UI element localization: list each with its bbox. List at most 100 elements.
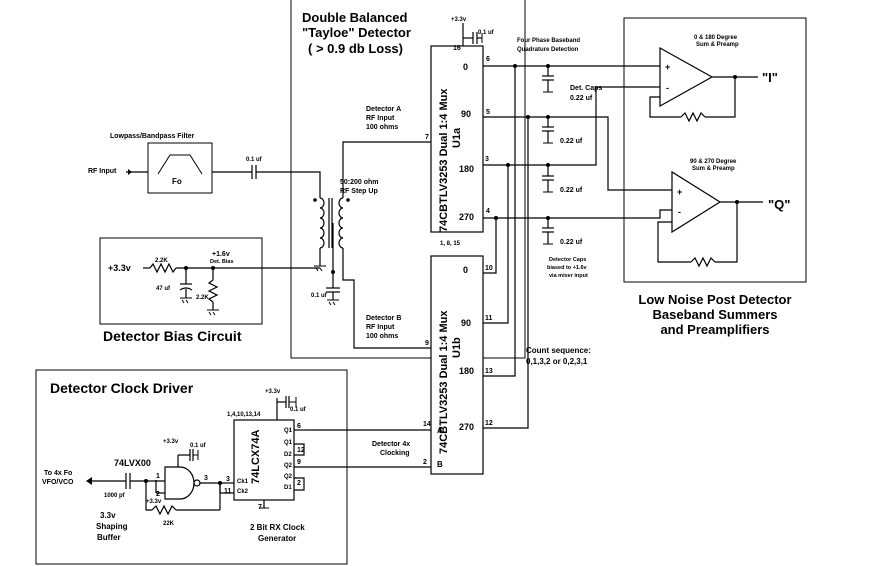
caps-bias-2: biased to +1.6v	[547, 265, 588, 271]
bias-vout-sublabel: Det. Bias	[210, 259, 234, 265]
u1b-ch180: 180	[459, 366, 474, 376]
filter-box	[147, 142, 213, 194]
mux-u1a-part: 74CBTLV3253 Dual 1:4 Mux	[438, 88, 450, 232]
clock-title: Detector Clock Driver	[50, 380, 194, 396]
nand-gate-symbol	[164, 466, 195, 500]
count-seq-2: 0,1,3,2 or 0,2,3,1	[526, 357, 588, 366]
u1a-ch0: 0	[463, 62, 468, 72]
i-preamp-label-2: Sum & Preamp	[696, 42, 739, 48]
detector-frame	[290, 0, 526, 359]
cap-label-180: 0.22 uf	[560, 187, 583, 194]
ff-pins-top: 1,4,10,13,14	[227, 412, 261, 418]
ff-ck2: Ck2	[237, 489, 249, 495]
pin-9: 9	[425, 340, 429, 347]
rf-input-label: RF Input	[88, 168, 117, 175]
clock-driver: To 4x Fo VFO/VCO 1000 pf 74LVX00 1 2 3 +…	[42, 389, 431, 543]
ff-pin-11: 11	[224, 488, 232, 495]
count-seq-1: Count sequence:	[526, 346, 591, 355]
bandpass-response-icon	[157, 154, 203, 175]
q-opamp-symbol	[671, 170, 722, 234]
bias-vcc-label: +3.3v	[146, 499, 162, 505]
u1a-ch90: 90	[461, 109, 471, 119]
bias-vin-label: +3.3v	[108, 263, 131, 273]
preamp-frame	[623, 17, 807, 283]
clocking-label-2: Clocking	[380, 450, 410, 457]
pin-6: 6	[486, 56, 490, 63]
i-preamp: + - 0 & 180 Degree Sum & Preamp "I"	[649, 35, 778, 123]
gate-pin-3: 3	[204, 475, 208, 482]
mux-u1b-part: 74CBTLV3253 Dual 1:4 Mux	[438, 310, 450, 454]
flipflop-part: 74LCX74A	[250, 430, 262, 484]
u1b-ch270: 270	[459, 422, 474, 432]
u1b-sel-a: A	[437, 426, 443, 435]
q-opamp-plus: +	[677, 187, 682, 197]
preamp-title-3: and Preamplifiers	[660, 322, 769, 337]
gate-pin-2: 2	[156, 491, 160, 498]
vfo-label-1: To 4x Fo	[44, 470, 72, 477]
ff-pin-6: 6	[297, 423, 301, 430]
detector-output-wires	[483, 64, 672, 429]
bias-r2-label: 2.2K	[196, 295, 209, 301]
i-output-label: "I"	[762, 70, 778, 85]
ff-cap-label: 0.1 uf	[290, 407, 307, 413]
bias-title: Detector Bias Circuit	[103, 328, 242, 344]
rf-input-arrow-icon	[128, 169, 132, 175]
filter-block: Lowpass/Bandpass Filter RF Input Fo 0.1 …	[88, 133, 321, 198]
detector-title-line1: Double Balanced	[302, 10, 408, 25]
vfo-label-2: VFO/VCO	[42, 479, 74, 486]
i-preamp-label-1: 0 & 180 Degree	[694, 35, 738, 41]
r-22k-resistor	[151, 504, 177, 516]
mux-u1b-body	[430, 255, 484, 475]
q-opamp-minus: -	[678, 207, 681, 217]
buf-label-3: Buffer	[97, 533, 121, 542]
vfo-arrow-icon	[86, 477, 92, 485]
ff-vcc-label: +3.3v	[265, 389, 281, 395]
clocking-label-1: Detector 4x	[372, 441, 410, 448]
det-caps-label-1: Det. Caps	[570, 85, 602, 92]
u1a-ch270: 270	[459, 212, 474, 222]
det-b-label-1: Detector B	[366, 315, 401, 322]
cap-1000-label: 1000 pf	[104, 493, 126, 499]
gen-label-1: 2 Bit RX Clock	[250, 523, 305, 532]
pin-5: 5	[486, 109, 490, 116]
gate-pin-1: 1	[156, 473, 160, 480]
pin-12: 12	[485, 420, 493, 427]
mux-u1b: 74CBTLV3253 Dual 1:4 Mux U1b 0 90 180 27…	[430, 255, 484, 475]
ff-d2: D2	[284, 452, 292, 458]
r-22k-label: 22K	[163, 521, 175, 527]
mux-u1a: 74CBTLV3253 Dual 1:4 Mux U1a 0 90 180 27…	[430, 17, 495, 247]
pin-14-mux: 14	[423, 421, 431, 428]
ff-q1n: Q1	[284, 440, 293, 446]
mux-u1b-id: U1b	[451, 337, 463, 358]
ff-d1: D1	[284, 485, 292, 491]
det-b-label-2: RF Input	[366, 324, 395, 331]
ff-q1: Q1	[284, 428, 293, 434]
det-a-wire	[342, 141, 431, 198]
u1b-ch90: 90	[461, 318, 471, 328]
i-opamp-symbol	[659, 46, 714, 108]
bias-r2-resistor	[207, 279, 219, 303]
detector-caps	[542, 66, 554, 245]
q-output-label: "Q"	[768, 197, 790, 212]
pin-4: 4	[486, 208, 490, 215]
gate-label: 74LVX00	[114, 458, 151, 468]
detector-title-line3: ( > 0.9 db Loss)	[308, 41, 403, 56]
bias-r1-label: 2.2K	[155, 258, 168, 264]
filter-title: Lowpass/Bandpass Filter	[110, 133, 195, 140]
bias-vout-label: +1.6v	[212, 251, 230, 258]
pin-16: 16	[453, 45, 461, 52]
mux-u1a-body	[430, 45, 484, 233]
secondary-winding	[338, 197, 344, 249]
gate-vcc-label: +3.3v	[163, 439, 179, 445]
gen-label-2: Generator	[258, 534, 296, 543]
det-a-label-1: Detector A	[366, 106, 401, 113]
det-a-label-2: RF Input	[366, 115, 395, 122]
phase-title-2: Quadrature Detection	[517, 47, 579, 53]
q-preamp: + - 90 & 270 Degree Sum & Preamp "Q"	[657, 159, 790, 268]
u1a-cap-label: 0.1 uf	[478, 30, 495, 36]
bias-r1-resistor	[149, 262, 177, 274]
det-caps-label-2: 0.22 uf	[570, 95, 593, 102]
gate-cap-label: 0.1 uf	[190, 443, 207, 449]
i-opamp-plus: +	[665, 62, 670, 72]
i-opamp-minus: -	[666, 83, 669, 93]
